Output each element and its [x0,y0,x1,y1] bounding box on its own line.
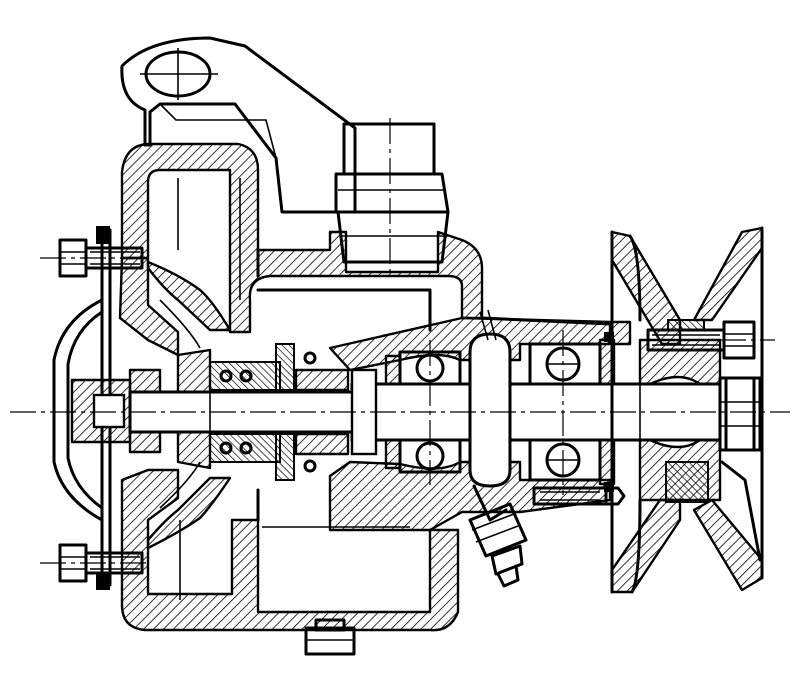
cover-bolt-top [40,238,150,278]
pulley-screw [640,319,775,360]
cover-bolt-bottom [40,543,150,583]
pulley-hub-liner [665,461,709,503]
top-plug-nut [334,118,450,272]
centre-lines [10,330,790,495]
grease-fitting [468,309,528,588]
v-belt-pulley [610,226,764,594]
bearing-cover-screw [532,486,626,506]
mounting-bracket [120,36,357,214]
drain-plug [304,618,356,656]
pulley-nut [718,376,762,452]
shaft-seal [209,343,350,481]
pump-casing [118,142,484,632]
